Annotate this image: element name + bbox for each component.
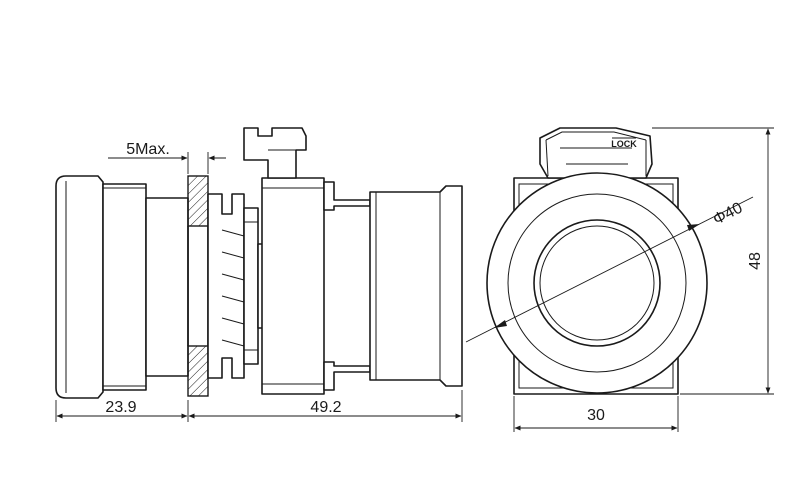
button-cap [55, 175, 189, 399]
dim-line-diameter [465, 196, 754, 343]
front-view: LOCK [486, 127, 708, 395]
switch-body [243, 127, 371, 395]
side-dimensions: 23.9 49.2 5Max. [55, 141, 463, 422]
mounting-panel [187, 175, 209, 397]
dim-panel-max: 5Max. [126, 141, 170, 158]
side-view [55, 127, 463, 399]
lock-tab: LOCK [539, 127, 653, 179]
lock-label: LOCK [611, 139, 637, 149]
dim-width: 30 [587, 407, 605, 424]
contact-block [369, 185, 463, 387]
dim-body-depth: 49.2 [310, 399, 341, 416]
dim-height: 48 [747, 252, 764, 270]
lens [533, 219, 661, 347]
dim-front-depth: 23.9 [105, 399, 136, 416]
